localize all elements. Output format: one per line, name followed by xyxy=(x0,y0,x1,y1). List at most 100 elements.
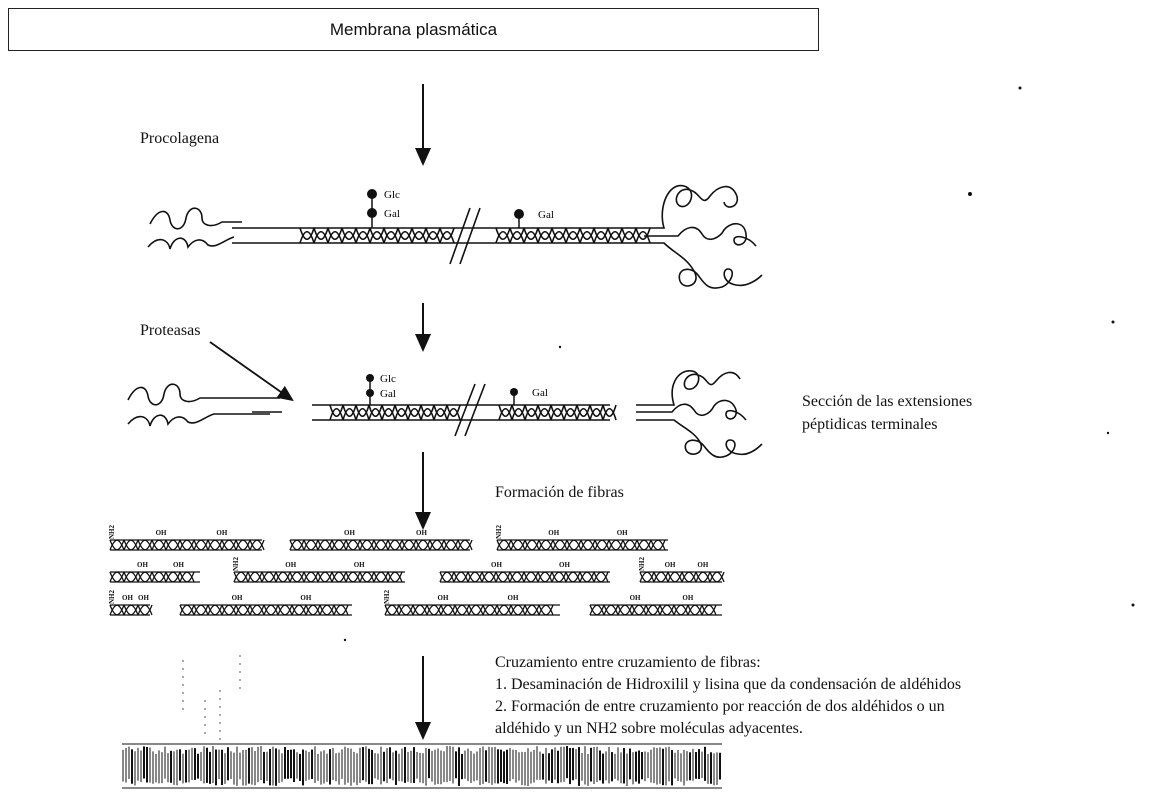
helix-crossing xyxy=(420,407,435,421)
fibril-twist xyxy=(481,571,497,583)
fibril-twist xyxy=(415,539,431,551)
fibril-twist xyxy=(165,539,181,551)
fibril-twist xyxy=(249,539,265,551)
fibril-twist xyxy=(426,604,442,616)
cleaved-gal-dot xyxy=(366,389,374,397)
nh2-group-label: NH2 xyxy=(108,590,116,605)
fibril-twist xyxy=(510,539,526,551)
oh-group-label: OH xyxy=(173,561,184,569)
fibril-twist xyxy=(650,539,666,551)
fibril-twist xyxy=(331,539,347,551)
fibril-twist xyxy=(524,604,540,616)
helix-crossing xyxy=(495,230,511,244)
helix-crossing xyxy=(593,230,609,244)
fibril-twist xyxy=(565,571,581,583)
fibril-twist xyxy=(221,604,237,616)
oh-group-label: OH xyxy=(232,594,243,602)
fibril-twist xyxy=(137,604,153,616)
fibril-twist xyxy=(509,571,525,583)
fibril-twist xyxy=(496,539,512,551)
fibril-twist xyxy=(303,539,319,551)
fibril-twist xyxy=(401,539,417,551)
procollagen-sugars: Glc Gal Gal xyxy=(367,189,554,228)
fibril-twist xyxy=(123,539,139,551)
helix-crossing xyxy=(602,407,617,421)
fibril-twist xyxy=(137,604,153,616)
helix-crossing xyxy=(433,407,448,421)
fibril-twist xyxy=(109,604,125,616)
fibril-twist xyxy=(608,539,624,551)
fibril-twist xyxy=(303,571,319,583)
crosslinked-fiber xyxy=(122,743,722,789)
fibril-twist xyxy=(622,539,638,551)
fibril-twist xyxy=(384,604,400,616)
fibril-twist xyxy=(589,604,605,616)
fibril-twist xyxy=(179,604,195,616)
fibril-twist xyxy=(415,539,431,551)
fibril-twist xyxy=(443,539,459,551)
fibril-twist xyxy=(345,571,361,583)
helix-crossing xyxy=(593,227,609,241)
fibril-twist xyxy=(151,571,167,583)
fibril-twist xyxy=(221,539,237,551)
section-label-line1: Sección de las extensiones xyxy=(802,393,973,410)
helix-crossing xyxy=(397,227,413,241)
fibril-twist xyxy=(193,539,209,551)
fibril-twist xyxy=(261,571,277,583)
helix-crossing xyxy=(369,227,385,241)
fibril-twist xyxy=(593,571,609,583)
cleaved-glc-label: Glc xyxy=(380,373,396,385)
crosslink-title: Cruzamiento entre cruzamiento de fibras: xyxy=(495,654,761,671)
oh-group-label: OH xyxy=(491,561,502,569)
fibril-twist xyxy=(291,604,307,616)
fibril-twist xyxy=(701,604,717,616)
fibril-twist xyxy=(123,604,139,616)
fibril-twist xyxy=(275,571,291,583)
fibril-twist xyxy=(123,571,139,583)
fibril-twist xyxy=(109,571,125,583)
oh-group-label: OH xyxy=(300,594,311,602)
fibril-twist xyxy=(151,571,167,583)
fibril-twist xyxy=(275,571,291,583)
helix-crossing xyxy=(425,230,441,244)
cleaved-c-propeptide-loop-2 xyxy=(636,399,747,421)
procollagen-label: Procolagena xyxy=(140,130,220,147)
helix-crossing xyxy=(411,230,427,244)
fibril-twist xyxy=(398,604,414,616)
fibril-twist xyxy=(538,539,554,551)
fibril-twist xyxy=(580,539,596,551)
fibril-twist xyxy=(659,604,675,616)
helix-crossing xyxy=(342,407,357,421)
fibril-twist xyxy=(289,539,305,551)
cleaved-molecule xyxy=(127,370,763,459)
helix-crossing xyxy=(341,227,357,241)
fibril-twist xyxy=(359,571,375,583)
fibril-twist xyxy=(681,571,697,583)
fibril-twist xyxy=(538,604,554,616)
oh-group-label: OH xyxy=(438,594,449,602)
fibril-twist xyxy=(387,571,403,583)
fibril-twist xyxy=(165,571,181,583)
fibril-twist xyxy=(617,604,633,616)
fibril-twist xyxy=(331,539,347,551)
fibril-twist xyxy=(373,539,389,551)
fibril-twist xyxy=(179,539,195,551)
cleaved-c-propeptide-loop-1 xyxy=(636,370,741,406)
fibril-twist xyxy=(277,604,293,616)
fibril-twist xyxy=(538,604,554,616)
fibril-twist xyxy=(137,571,153,583)
speck-6 xyxy=(558,345,562,349)
fibril-twist xyxy=(593,571,609,583)
fibril-twist xyxy=(673,604,689,616)
helix-crossing xyxy=(495,227,511,241)
helix-crossing xyxy=(551,230,567,244)
helix-crossing xyxy=(509,230,525,244)
helix-crossing xyxy=(420,404,435,418)
helix-crossing xyxy=(524,404,539,418)
oh-group-label: OH xyxy=(344,529,355,537)
helix-crossing xyxy=(355,407,370,421)
helix-crossing xyxy=(446,404,461,418)
fibril-twist xyxy=(345,539,361,551)
fibril-twist xyxy=(454,604,470,616)
